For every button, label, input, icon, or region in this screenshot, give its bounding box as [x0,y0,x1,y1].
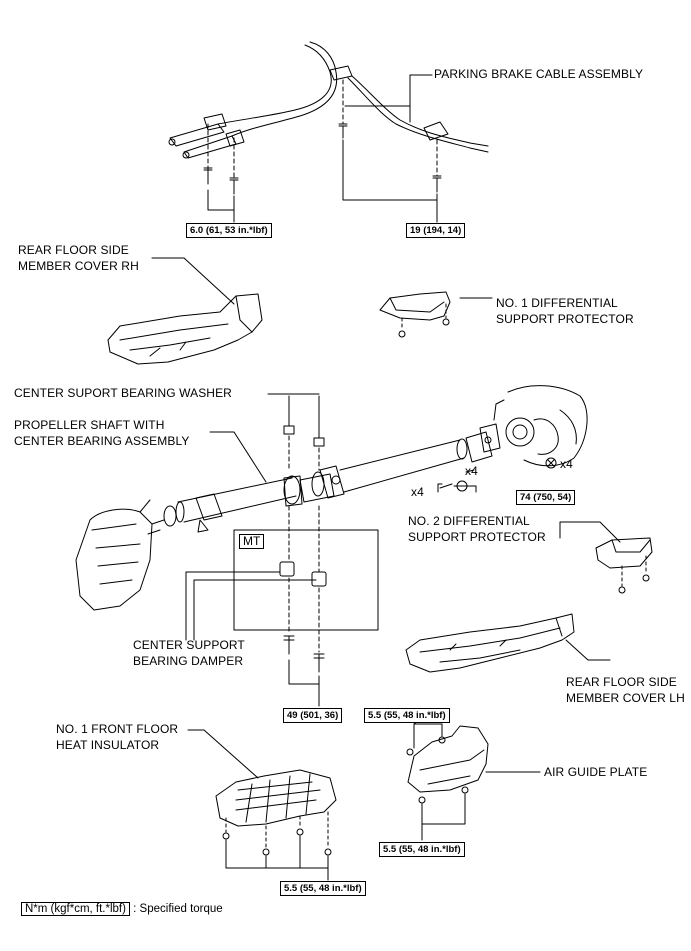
label-x4-bolt: x4 [411,485,424,499]
label-x4-nut: x4 [560,457,573,471]
label-diff-protector-1-line2: SUPPORT PROTECTOR [496,312,634,326]
diff-protector-2-drawing [595,537,653,594]
label-x4-washer: x4 [465,464,478,478]
mt-badge: MT [239,534,265,549]
rear-floor-cover-lh-drawing [405,613,575,673]
torque-5-5-air-guide-bottom: 5.5 (55, 48 in.*lbf) [379,842,465,857]
parking-brake-cable-drawing [168,41,489,195]
differential-drawing [493,385,588,469]
diff-protector-1-drawing [379,291,451,338]
air-guide-plate-drawing [406,725,489,804]
rear-floor-cover-rh-drawing [107,293,263,365]
torque-legend: N*m (kgf*cm, ft.*lbf) : Specified torque [21,902,223,916]
label-center-support-damper-line2: BEARING DAMPER [133,654,244,668]
label-rear-floor-rh-line2: MEMBER COVER RH [18,259,139,273]
label-propeller-shaft-line2: CENTER BEARING ASSEMBLY [14,434,190,448]
label-heat-insulator-line2: HEAT INSULATOR [56,738,160,752]
legend-text: : Specified torque [133,903,223,915]
label-diff-protector-2-line1: NO. 2 DIFFERENTIAL [408,514,530,528]
torque-6-0: 6.0 (61, 53 in.*lbf) [186,223,272,238]
transmission-drawing [75,499,153,611]
label-center-bearing-washer: CENTER SUPORT BEARING WASHER [14,386,232,400]
label-rear-floor-lh-line1: REAR FLOOR SIDE [566,675,677,689]
heat-insulator-drawing [215,769,337,856]
torque-74: 74 (750, 54) [516,490,576,505]
label-propeller-shaft-line1: PROPELLER SHAFT WITH [14,418,165,432]
torque-5-5-air-guide-top: 5.5 (55, 48 in.*lbf) [364,708,450,723]
label-parking-brake-cable: PARKING BRAKE CABLE ASSEMBLY [434,67,644,81]
propeller-shaft-drawing [147,423,501,535]
label-rear-floor-lh-line2: MEMBER COVER LH [566,691,685,705]
legend-unit-box: N*m (kgf*cm, ft.*lbf) [21,902,130,916]
label-heat-insulator-line1: NO. 1 FRONT FLOOR [56,722,179,736]
torque-49: 49 (501, 36) [283,708,343,723]
label-diff-protector-2-line2: SUPPORT PROTECTOR [408,530,546,544]
label-rear-floor-rh-line1: REAR FLOOR SIDE [18,243,129,257]
label-air-guide-plate: AIR GUIDE PLATE [544,765,648,779]
label-diff-protector-1-line1: NO. 1 DIFFERENTIAL [496,296,618,310]
torque-19: 19 (194, 14) [406,223,466,238]
label-center-support-damper-line1: CENTER SUPPORT [133,638,245,652]
torque-5-5-heat-insulator: 5.5 (55, 48 in.*lbf) [280,881,366,896]
